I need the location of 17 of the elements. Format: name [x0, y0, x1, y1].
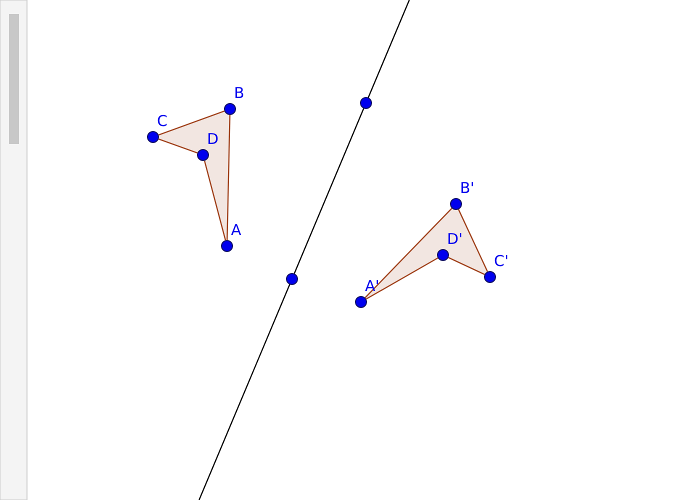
side-line	[364, 208, 452, 298]
point-label: C	[157, 113, 168, 130]
side-line	[226, 114, 230, 240]
side-line	[158, 110, 225, 136]
side-line	[158, 138, 198, 154]
point-label: A	[231, 222, 242, 239]
side-line	[204, 160, 226, 240]
point-label: C'	[494, 253, 509, 270]
point-label: B	[234, 85, 244, 102]
side-line	[448, 257, 485, 275]
point-label: B'	[460, 180, 474, 197]
side-line	[458, 209, 488, 272]
point-label: D	[207, 131, 219, 148]
side-line	[366, 257, 438, 300]
point-label: A'	[365, 278, 380, 295]
point-label: D'	[447, 231, 463, 248]
mirror-line	[294, 108, 364, 274]
